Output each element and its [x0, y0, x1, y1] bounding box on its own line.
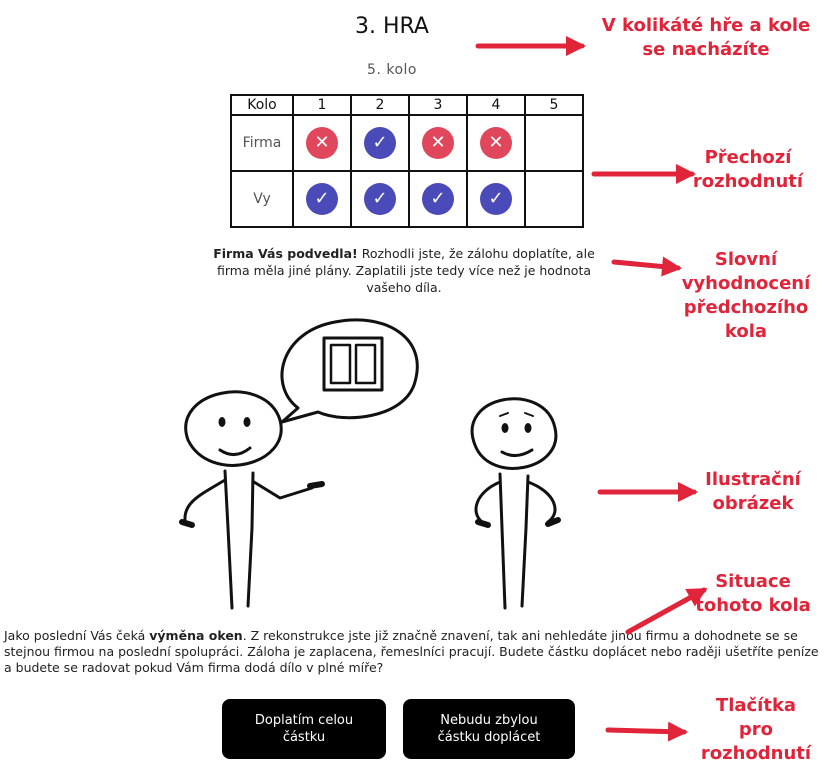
annotation-text: V kolikáté hře a kole: [601, 15, 811, 36]
check-icon: ✓: [422, 183, 454, 215]
annotation-text: se nacházíte: [642, 39, 770, 60]
annotation-text: tohoto kola: [695, 595, 811, 616]
check-icon: ✓: [364, 183, 396, 215]
annotation-situation: Situace tohoto kola: [688, 570, 818, 618]
round-situation: Jako poslední Vás čeká výměna oken. Z re…: [4, 628, 820, 676]
check-icon: ✓: [480, 183, 512, 215]
annotation-verbal-evaluation: Slovní vyhodnocení předchozího kola: [676, 248, 816, 344]
history-corner-label: Kolo: [230, 94, 294, 116]
annotation-text: vyhodnocení: [681, 273, 811, 294]
history-cell: ✓: [350, 114, 410, 172]
history-row-label: Firma: [230, 114, 294, 172]
history-row: Firma ✕ ✓ ✕ ✕: [230, 114, 584, 172]
no-pay-button[interactable]: Nebudu zbylou částku doplácet: [403, 699, 575, 759]
nopay-button-line-2: částku doplácet: [437, 730, 541, 745]
history-cell: [524, 114, 584, 172]
annotation-text: předchozího: [683, 297, 809, 318]
annotation-illustration: Ilustrační obrázek: [698, 468, 808, 516]
window-icon: [322, 336, 384, 392]
situation-highlight: výměna oken: [149, 628, 243, 643]
annotation-previous-decisions: Přechozí rozhodnutí: [678, 146, 818, 194]
annotation-text: kola: [724, 321, 768, 342]
round-number-3: 3: [408, 94, 468, 116]
history-cell: ✓: [466, 170, 526, 228]
annotation-text: obrázek: [712, 493, 794, 514]
history-cell: [524, 170, 584, 228]
cross-icon: ✕: [306, 127, 338, 159]
history-row-label: Vy: [230, 170, 294, 228]
feedback-text: Rozhodli jste, že zálohu doplatíte, ale …: [216, 246, 595, 295]
round-number-5: 5: [524, 94, 584, 116]
annotation-text: pro: [738, 719, 774, 740]
history-cell: ✓: [350, 170, 410, 228]
stick-figure-right: [470, 397, 561, 610]
history-cell: ✕: [408, 114, 468, 172]
feedback-headline: Firma Vás podvedla!: [213, 246, 358, 261]
cross-icon: ✕: [480, 127, 512, 159]
history-table: Kolo 1 2 3 4 5 Firma ✕ ✓ ✕ ✕ Vy ✓ ✓ ✓ ✓: [230, 94, 584, 228]
annotation-text: Přechozí: [704, 147, 792, 168]
speech-bubble: [280, 318, 419, 424]
game-title: 3. HRA: [355, 14, 429, 39]
annotation-game-round: V kolikáté hře a kole se nacházíte: [590, 14, 822, 62]
round-number-4: 4: [466, 94, 526, 116]
history-cell: ✕: [292, 114, 352, 172]
situation-text-after: . Z rekonstrukce jste již značně znavení…: [4, 628, 819, 675]
situation-text-before: Jako poslední Vás čeká: [4, 628, 150, 643]
round-number-1: 1: [292, 94, 352, 116]
history-header-row: Kolo 1 2 3 4 5: [230, 94, 584, 116]
check-icon: ✓: [306, 183, 338, 215]
nopay-button-line-1: Nebudu zbylou: [440, 713, 538, 728]
check-icon: ✓: [364, 127, 396, 159]
arrow-to-buttons: [605, 721, 688, 742]
arrow-to-feedback: [611, 256, 682, 277]
annotation-text: Ilustrační: [705, 469, 801, 490]
round-number-2: 2: [350, 94, 410, 116]
round-label: 5. kolo: [367, 62, 417, 78]
history-row: Vy ✓ ✓ ✓ ✓: [230, 170, 584, 228]
annotation-text: Situace: [715, 571, 791, 592]
pay-button-line-2: částku: [282, 730, 326, 745]
cross-icon: ✕: [422, 127, 454, 159]
annotation-text: Tlačítka: [715, 695, 797, 716]
illustration: [179, 318, 561, 610]
history-cell: ✕: [466, 114, 526, 172]
round-feedback: Firma Vás podvedla! Rozhodli jste, že zá…: [212, 245, 596, 296]
annotation-buttons: Tlačítka pro rozhodnutí: [688, 694, 824, 766]
stick-figure-left: [179, 390, 325, 610]
history-cell: ✓: [292, 170, 352, 228]
annotation-text: Slovní: [714, 249, 778, 270]
pay-full-amount-button[interactable]: Doplatím celou částku: [222, 699, 386, 759]
annotation-text: rozhodnutí: [700, 743, 812, 764]
annotation-text: rozhodnutí: [692, 171, 804, 192]
pay-button-line-1: Doplatím celou: [254, 713, 354, 728]
history-cell: ✓: [408, 170, 468, 228]
